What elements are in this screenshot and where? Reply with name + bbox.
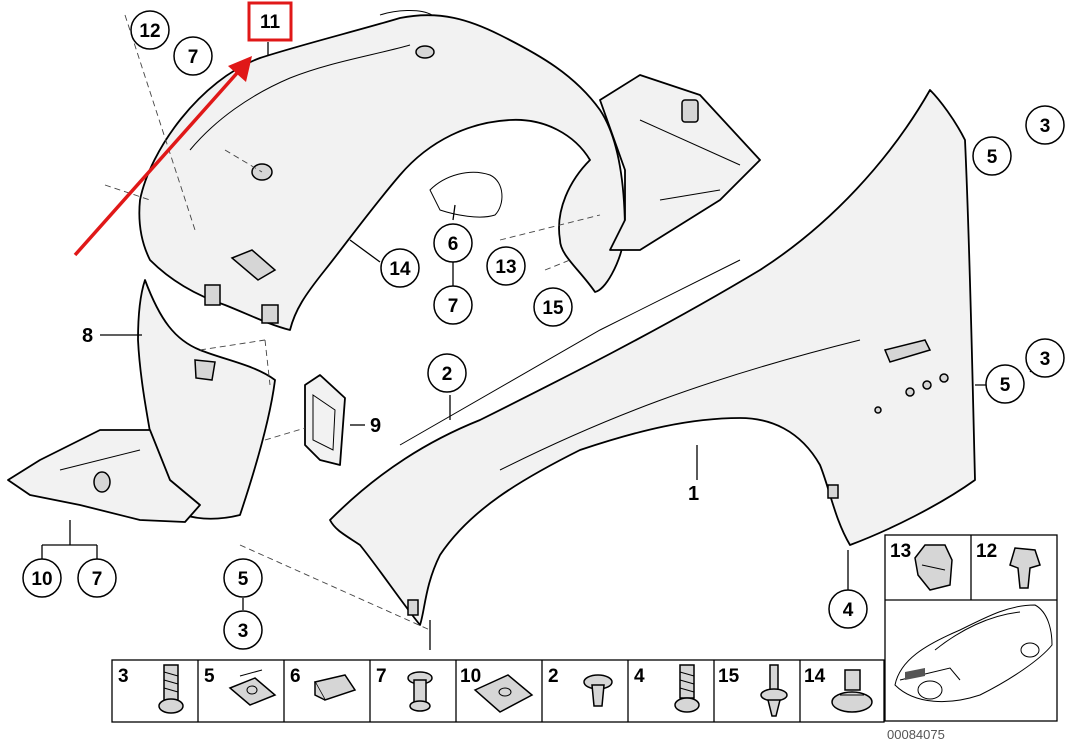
label-1: 1: [688, 483, 699, 505]
label-9: 9: [370, 415, 381, 437]
svg-text:3: 3: [238, 621, 249, 642]
strip-label-5: 5: [204, 666, 215, 687]
svg-text:7: 7: [92, 569, 103, 590]
svg-text:5: 5: [987, 147, 998, 168]
callout-3-right-top: 3: [1025, 105, 1065, 145]
wheel-arch-liner-front: [138, 10, 626, 331]
nut-12-icon: [1009, 547, 1041, 589]
highlight-label-text: 11: [260, 12, 281, 33]
callout-4: 4: [828, 589, 868, 629]
callout-10: 10: [22, 558, 62, 598]
inset-label-13: 13: [890, 541, 911, 562]
underbody-splash-shield: [599, 74, 761, 251]
svg-text:14: 14: [389, 259, 411, 280]
callout-13: 13: [486, 246, 526, 286]
screw-4-icon: [674, 664, 700, 713]
strip-label-6: 6: [290, 666, 301, 687]
strip-label-3: 3: [118, 666, 129, 687]
strip-label-7: 7: [376, 666, 387, 687]
highlight-label-11: 11: [247, 1, 293, 42]
svg-text:2: 2: [442, 364, 453, 385]
strip-label-15: 15: [718, 666, 740, 687]
callout-7-top: 7: [173, 36, 213, 76]
strip-label-14: 14: [804, 666, 826, 687]
clip-nut-5-icon: [228, 669, 277, 706]
nut-14-icon: [831, 669, 873, 713]
callout-5-bottom: 5: [223, 558, 263, 598]
callout-3-right-mid: 3: [1025, 338, 1065, 378]
svg-text:7: 7: [448, 296, 459, 317]
svg-text:6: 6: [448, 234, 459, 255]
label-8: 8: [82, 325, 93, 347]
fastener-strip: 3 5 6 7 10 2 4 15 14: [111, 659, 885, 723]
svg-text:5: 5: [238, 569, 249, 590]
svg-text:13: 13: [495, 257, 516, 278]
svg-text:7: 7: [188, 47, 199, 68]
vent-grille-panel: [304, 374, 346, 466]
car-outline-icon: [894, 604, 1053, 703]
svg-text:15: 15: [542, 298, 564, 319]
svg-text:12: 12: [139, 21, 160, 42]
strip-label-10: 10: [460, 666, 481, 687]
strip-label-4: 4: [634, 666, 645, 687]
svg-text:3: 3: [1040, 116, 1051, 137]
svg-text:4: 4: [843, 600, 854, 621]
callout-15: 15: [533, 287, 573, 327]
document-number: 00084075: [887, 727, 945, 742]
callout-5-right-mid: 5: [985, 364, 1025, 404]
inset-box: 13 12: [884, 534, 1058, 722]
screw-3-icon: [158, 664, 184, 714]
callout-12-top: 12: [130, 10, 170, 50]
callout-6: 6: [433, 223, 473, 263]
front-fender: [329, 89, 976, 626]
callout-7-bottom: 7: [77, 558, 117, 598]
clip-6-icon: [313, 674, 357, 701]
svg-text:3: 3: [1040, 349, 1051, 370]
highlight-arrow: [73, 56, 252, 257]
callout-5-right-top: 5: [972, 136, 1012, 176]
bolt-7-icon: [407, 671, 433, 712]
wheel-arch-liner-rear: [7, 279, 276, 523]
callout-7-mid: 7: [433, 285, 473, 325]
push-rivet-15-icon: [760, 664, 788, 717]
svg-text:10: 10: [31, 569, 52, 590]
strip-label-2: 2: [548, 666, 559, 687]
svg-text:5: 5: [1000, 375, 1011, 396]
callout-14: 14: [380, 248, 420, 288]
inset-label-12: 12: [976, 541, 997, 562]
callout-2: 2: [427, 353, 467, 393]
clip-nut-10-icon: [473, 674, 534, 713]
callout-3-bottom: 3: [223, 610, 263, 650]
clip-13-icon: [914, 544, 953, 591]
rivet-2-icon: [583, 674, 613, 707]
